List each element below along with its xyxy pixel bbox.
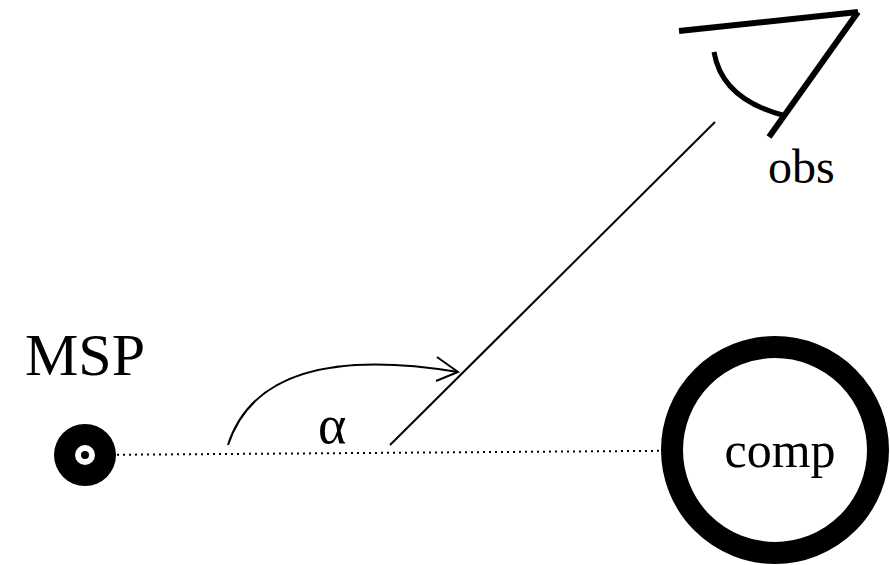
node-label: MSP (5, 325, 165, 385)
companion-node: comp (660, 335, 890, 565)
eye-symbol (679, 12, 858, 137)
pulsar-symbol (53, 423, 117, 487)
arrow-head (436, 357, 458, 381)
observer-label: obs (768, 143, 835, 191)
angle-label: α (318, 398, 346, 452)
sight-line (390, 122, 715, 445)
pulsar-node: MSP (5, 325, 165, 465)
node-label: comp (660, 425, 890, 475)
line-of-centres (117, 451, 660, 455)
